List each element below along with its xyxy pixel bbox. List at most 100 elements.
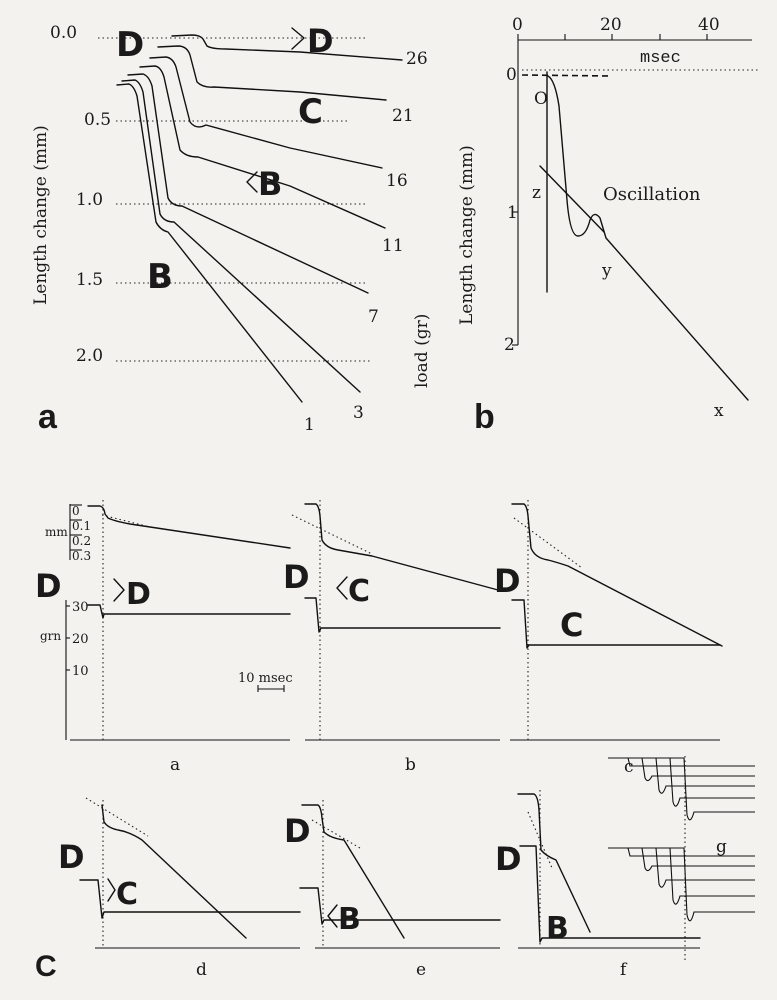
- panel-a-label: a: [38, 398, 58, 436]
- subpanel-f-load-trace: [519, 845, 701, 943]
- panel-a-region-lt-b: B: [258, 165, 282, 203]
- subpanel-e-label: e: [416, 960, 426, 980]
- panel-a: Length change (mm) 0.0 0.5 1.0 1.5 2.0 2…: [31, 22, 432, 436]
- length-scale-tick-3: 0.3: [72, 549, 91, 563]
- panel-b-point-x: x: [714, 401, 724, 421]
- subpanel-g-trace-6: [608, 847, 755, 857]
- panel-b-y-axis-title: Length change (mm): [457, 145, 477, 325]
- panel-a-y-tick-2: 1.0: [76, 190, 103, 210]
- panel-a-y-tick-1: 0.5: [84, 110, 111, 130]
- subpanel-e-length-trace: [301, 804, 405, 939]
- panel-a-y-tick-3: 1.5: [76, 270, 103, 290]
- load-scale-tick-10: 10: [72, 664, 89, 679]
- panel-b-length-trace: [547, 75, 749, 401]
- subpanel-a-length-trace: [87, 505, 291, 549]
- subpanel-a-label: a: [170, 755, 180, 775]
- panel-a-load-label-11: 11: [382, 236, 404, 256]
- panel-a-region-d-left: D: [116, 25, 144, 65]
- lower-scales: 0 0.1 0.2 0.3 mm 30 20 10 grn: [40, 504, 91, 740]
- subpanel-e-extrapolation: [311, 819, 361, 849]
- panel-a-load-label-16: 16: [386, 171, 408, 191]
- subpanel-g-trace-3: [635, 757, 755, 794]
- panel-a-y-tick-4: 2.0: [76, 346, 103, 366]
- subpanel-b: D C b: [283, 500, 501, 775]
- panel-b: 0 20 40 msec 0 1 2 Length change (mm) O …: [457, 15, 760, 436]
- panel-a-right-axis-title: load (gr): [412, 314, 432, 388]
- panel-a-load-label-7: 7: [368, 307, 379, 327]
- panel-b-point-o: O: [534, 89, 548, 109]
- subpanel-g-trace-4: [650, 757, 755, 807]
- subpanel-g: g: [608, 756, 755, 960]
- panel-a-trace-load-21: [157, 45, 387, 101]
- panel-a-region-c: C: [298, 92, 323, 132]
- subpanel-c-d-label: D: [494, 562, 521, 600]
- panel-a-y-tick-0: 0.0: [50, 23, 77, 43]
- subpanel-e-lt-mark: [327, 904, 338, 928]
- subpanel-f: D B f: [495, 790, 701, 980]
- subpanel-d-load-trace: [79, 879, 301, 919]
- panel-b-oscillation-label: Oscillation: [603, 184, 701, 205]
- subpanel-f-extrapolation: [527, 811, 553, 869]
- length-scale-tick-0: 0: [72, 504, 80, 518]
- length-scale-tick-2: 0.2: [72, 534, 91, 548]
- panel-b-x-tick-0: 0: [512, 15, 523, 35]
- subpanel-a-time-scale-label: 10 msec: [238, 671, 293, 686]
- subpanel-b-extrapolation: [291, 514, 373, 555]
- subpanel-d-length-trace: [101, 804, 247, 939]
- subpanel-f-length-trace: [517, 793, 591, 933]
- panel-a-load-label-1: 1: [304, 415, 315, 435]
- panel-a-trace-load-7: [127, 73, 369, 294]
- panel-b-label: b: [474, 398, 495, 436]
- panel-b-y-tick-1: 1: [507, 203, 518, 223]
- subpanel-c-load-trace: [511, 599, 721, 649]
- load-scale-tick-30: 30: [72, 600, 89, 615]
- panel-a-y-axis-title: Length change (mm): [31, 125, 51, 305]
- panel-a-trace-load-26: [171, 34, 403, 61]
- panel-b-x-axis-title: msec: [640, 49, 681, 68]
- subpanel-c-extrapolation: [513, 517, 583, 569]
- subpanel-d: D C d: [58, 797, 301, 980]
- subpanel-e-load-trace: [299, 887, 501, 925]
- subpanel-a: D D 10 msec a: [35, 500, 293, 775]
- panel-b-x-tick-40: 40: [698, 15, 720, 35]
- subpanel-d-label: d: [196, 960, 207, 980]
- subpanel-c-label: c: [624, 757, 634, 777]
- subpanel-a-time-scale-bar: [257, 685, 285, 692]
- subpanel-g-trace-1: [608, 757, 755, 767]
- panel-a-lt-mark-b: [246, 171, 258, 193]
- panel-a-load-label-26: 26: [406, 49, 428, 69]
- subpanel-c-length-trace: [511, 503, 723, 647]
- panel-b-extrapolation-line: [539, 165, 605, 233]
- subpanel-g-trace-2: [620, 757, 755, 782]
- subpanel-b-regime-label: C: [348, 574, 370, 609]
- subpanel-d-gt-mark: [107, 878, 116, 902]
- subpanel-a-d-label: D: [35, 567, 62, 605]
- length-scale-unit: mm: [45, 525, 68, 539]
- panel-b-x-tick-20: 20: [600, 15, 622, 35]
- subpanel-d-regime-label: C: [116, 877, 138, 912]
- load-scale-tick-20: 20: [72, 632, 89, 647]
- length-scale-tick-1: 0.1: [72, 519, 91, 533]
- panel-b-y-tick-0: 0: [506, 65, 517, 85]
- panel-a-load-label-21: 21: [392, 106, 414, 126]
- subpanel-g-trace-5: [664, 757, 755, 821]
- subpanel-b-d-label: D: [283, 558, 310, 596]
- subpanel-a-extrapolation: [101, 514, 151, 528]
- subpanel-g-trace-8: [635, 847, 755, 888]
- subpanel-b-length-trace: [304, 503, 499, 591]
- subpanel-b-label: b: [405, 755, 416, 775]
- panel-a-region-gt-d: D: [307, 22, 334, 60]
- panel-a-trace-load-1: [116, 83, 303, 403]
- subpanel-g-trace-7: [620, 847, 755, 872]
- subpanel-f-label: f: [620, 960, 628, 980]
- subpanel-b-load-trace: [304, 597, 501, 633]
- panel-a-region-b: B: [147, 257, 173, 297]
- panel-b-y-tick-2: 2: [504, 335, 515, 355]
- subpanel-a-gt-mark: [113, 578, 125, 602]
- subpanel-e-regime-label: B: [338, 902, 361, 937]
- panel-a-gt-mark-d: [291, 27, 305, 50]
- subpanel-f-regime-label: B: [546, 911, 569, 946]
- subpanel-e-d-label: D: [284, 812, 311, 850]
- panel-b-baseline-dash: [521, 74, 613, 77]
